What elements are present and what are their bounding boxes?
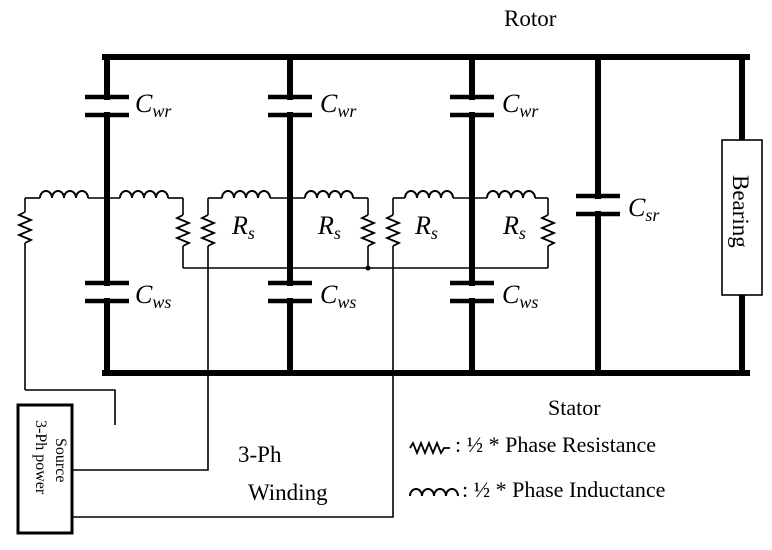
cwr-label-2: Cwr [320,89,357,121]
svg-text:Rs: Rs [317,211,341,243]
svg-text:Cws: Cws [502,280,538,312]
resistor-icon [16,211,34,244]
resistor-icon [539,214,557,247]
cws-label-2: Cws [320,280,356,312]
legend-resistance: : ½ * Phase Resistance [455,432,656,457]
svg-text:Rs: Rs [414,211,438,243]
cws-label-1: Cws [135,280,171,312]
resistor-zigzag-icon [409,440,450,456]
resistor-icon [384,214,402,247]
rotor-label: Rotor [504,6,557,31]
svg-text:Cwr: Cwr [320,89,357,121]
resistor-icon [199,214,217,247]
bearing-label: Bearing [728,175,753,248]
capacitor-cwr-1 [85,94,129,118]
legend-inductance: : ½ * Phase Inductance [462,477,665,502]
inductor-icon [404,190,454,199]
legend: : ½ * Phase Resistance : ½ * Phase Induc… [409,432,665,502]
source-label-line2: Source [52,438,69,482]
capacitor-csr [576,193,620,217]
stator-label: Stator [548,395,601,420]
inductor-coil-icon [409,488,459,497]
svg-text:Cwr: Cwr [135,89,172,121]
bearing-box [721,139,763,296]
capacitor-cws-3 [450,280,494,304]
cwr-label-3: Cwr [502,89,539,121]
rs-label-1: Rs [231,211,255,243]
cwr-label-1: Cwr [135,89,172,121]
resistor-icon [359,214,377,247]
svg-text:Csr: Csr [628,193,660,225]
inductor-icon [39,190,89,199]
svg-text:Rs: Rs [231,211,255,243]
inductor-icon [221,190,271,199]
capacitor-cwr-3 [450,94,494,118]
capacitor-cwr-2 [268,94,312,118]
source-label-line1: 3-Ph power [32,420,49,495]
capacitor-cws-2 [268,280,312,304]
resistor-network [16,198,557,390]
capacitor-cws-1 [85,280,129,304]
rs-label-2: Rs [317,211,341,243]
resistor-icon [174,214,192,247]
inductor-icon [119,190,169,199]
inductor-chain [25,190,548,199]
svg-text:Cws: Cws [135,280,171,312]
source-feed-lines [25,268,394,518]
inductor-icon [304,190,354,199]
power-source-box: 3-Ph power Source [16,403,74,535]
inductor-icon [486,190,536,199]
rs-label-4: Rs [502,211,526,243]
rs-label-3: Rs [414,211,438,243]
winding-label-line2: Winding [248,480,328,505]
csr-label: Csr [628,193,660,225]
winding-label-line1: 3-Ph [238,442,282,467]
svg-text:Cwr: Cwr [502,89,539,121]
cws-label-3: Cws [502,280,538,312]
svg-text:Cws: Cws [320,280,356,312]
svg-text:Rs: Rs [502,211,526,243]
